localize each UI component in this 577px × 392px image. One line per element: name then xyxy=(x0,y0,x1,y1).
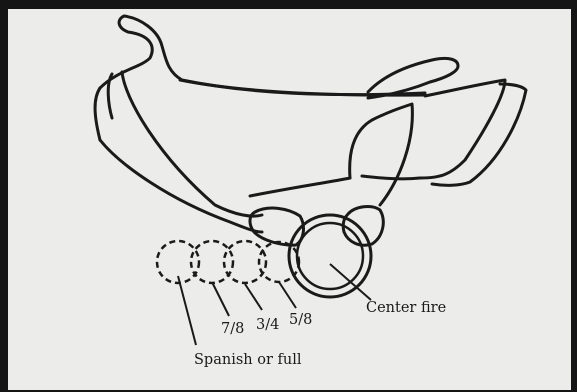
leader-spanish-or-full xyxy=(178,276,196,345)
leader-seven-eighths xyxy=(212,282,229,316)
label-three-quarters: 3/4 xyxy=(256,317,279,333)
rear-rigging-loop xyxy=(343,207,383,246)
rear-rigging-strap xyxy=(350,104,413,205)
leader-five-eighths xyxy=(279,282,296,308)
saddle-skirt-bottom xyxy=(362,176,420,179)
saddle-body-lower xyxy=(250,178,350,196)
label-center-fire: Center fire xyxy=(366,300,446,316)
rear-skirt-outer xyxy=(432,84,526,185)
seven-eighths-position-ring xyxy=(191,241,233,283)
label-five-eighths: 5/8 xyxy=(289,312,312,328)
rear-skirt xyxy=(420,80,505,178)
leader-center-fire xyxy=(330,264,371,300)
fender-front-outer xyxy=(100,140,262,232)
front-skirt-inner xyxy=(108,74,112,118)
front-skirt-outer xyxy=(95,88,100,140)
fender-front xyxy=(122,72,262,216)
center-fire-ring-outer xyxy=(289,215,371,297)
center-fire-ring-inner xyxy=(297,223,363,289)
leader-three-quarters xyxy=(245,284,262,310)
label-seven-eighths: 7/8 xyxy=(221,321,244,337)
front-rigging-strap xyxy=(250,208,304,245)
label-spanish-or-full: Spanish or full xyxy=(194,352,302,368)
